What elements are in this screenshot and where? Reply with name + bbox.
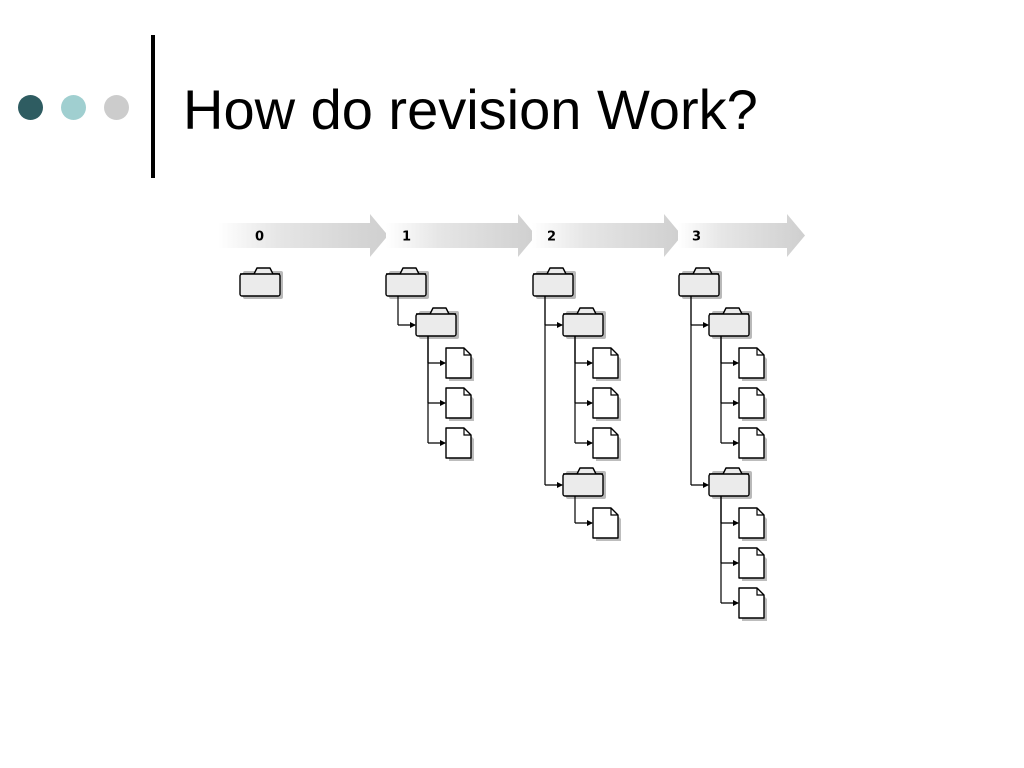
tree-file: [738, 347, 767, 381]
tree-file: [592, 387, 621, 421]
revision-arrow-2: [532, 214, 682, 257]
folder-icon: [562, 307, 606, 339]
tree-file: [445, 347, 474, 381]
file-icon: [738, 387, 767, 421]
file-icon: [592, 347, 621, 381]
revision-tree-3: [678, 267, 767, 621]
slide-title: How do revision Work?: [183, 78, 758, 141]
tree-folder: [562, 307, 621, 461]
tree-file: [592, 347, 621, 381]
file-icon: [738, 347, 767, 381]
tree-file: [445, 387, 474, 421]
tree-folder: [708, 467, 767, 621]
file-icon: [592, 387, 621, 421]
tree-folder: [239, 267, 283, 299]
folder-icon: [532, 267, 576, 299]
folder-icon: [239, 267, 283, 299]
revision-label: 3: [692, 230, 701, 245]
folder-icon: [678, 267, 722, 299]
tree-file: [592, 427, 621, 461]
bullet-dot-2: [61, 95, 86, 120]
revision-arrow-3: [678, 214, 805, 257]
bullet-dot-3: [104, 95, 129, 120]
file-icon: [592, 507, 621, 541]
file-icon: [445, 347, 474, 381]
folder-icon: [385, 267, 429, 299]
tree-file: [445, 427, 474, 461]
folder-icon: [415, 307, 459, 339]
title-divider: [151, 35, 155, 178]
revision-arrow-1: [386, 214, 536, 257]
tree-file: [738, 587, 767, 621]
file-icon: [738, 427, 767, 461]
tree-file: [738, 547, 767, 581]
tree-folder: [678, 267, 767, 621]
tree-folder: [708, 307, 767, 461]
tree-file: [738, 387, 767, 421]
tree-file: [592, 507, 621, 541]
tree-folder: [562, 467, 621, 541]
file-icon: [592, 427, 621, 461]
tree-folder: [415, 307, 474, 461]
tree-file: [738, 427, 767, 461]
revision-tree-1: [385, 267, 474, 461]
tree-file: [738, 507, 767, 541]
folder-icon: [708, 467, 752, 499]
file-icon: [738, 587, 767, 621]
revision-label: 1: [402, 230, 411, 245]
revision-arrow-0: [218, 214, 388, 257]
tree-folder: [385, 267, 474, 461]
revision-tree-2: [532, 267, 621, 541]
revision-tree-0: [239, 267, 283, 299]
tree-folder: [532, 267, 621, 541]
bullet-dot-1: [18, 95, 43, 120]
file-icon: [738, 507, 767, 541]
file-icon: [738, 547, 767, 581]
folder-icon: [562, 467, 606, 499]
revision-label: 0: [255, 230, 264, 245]
file-icon: [445, 427, 474, 461]
folder-icon: [708, 307, 752, 339]
revision-label: 2: [547, 230, 556, 245]
file-icon: [445, 387, 474, 421]
